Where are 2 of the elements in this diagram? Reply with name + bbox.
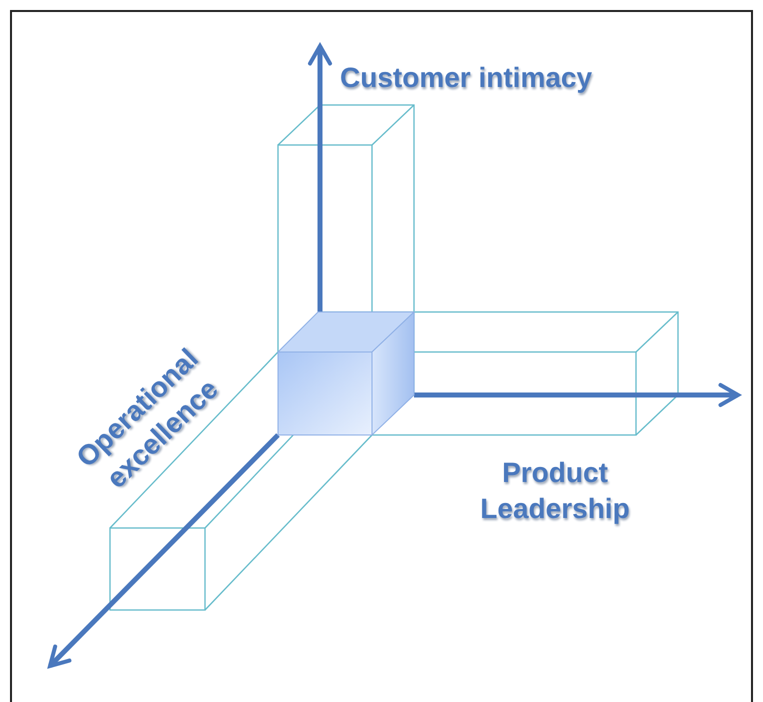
axis-label: Customer intimacy <box>340 61 592 95</box>
axis-label: Product Leadership <box>479 456 631 526</box>
